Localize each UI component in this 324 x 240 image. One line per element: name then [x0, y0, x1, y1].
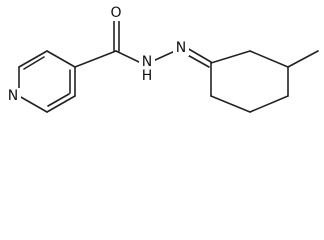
bond-pyr-c2-c3 — [18, 50, 48, 68]
bond-pyr-double-2 — [47, 93, 70, 107]
mask-o — [109, 5, 123, 21]
molecule-svg: O N H N N — [5, 5, 319, 113]
hydrazide-n-label: N — [142, 54, 152, 70]
bond-n-c-1 — [186, 47, 212, 63]
structure-diagram: O N H N N — [5, 5, 319, 113]
mask-nh — [139, 55, 155, 79]
oxygen-label: O — [110, 5, 121, 21]
bond-cy-c5-c6 — [210, 95, 251, 113]
bond-cy-c2-c3 — [249, 50, 289, 68]
bond-methyl — [287, 50, 319, 68]
bond-cy-c1-c2 — [210, 50, 251, 64]
bond-pyr-double-1 — [23, 56, 45, 70]
mask-imine-n — [173, 40, 189, 56]
cyclohexane-ring — [210, 50, 289, 113]
pyridine-ring — [18, 50, 76, 113]
pyridine-n-label: N — [8, 88, 18, 104]
mask-pyr-n — [5, 88, 21, 104]
bond-pyr-c1-c2 — [46, 50, 76, 68]
amide-group — [74, 19, 140, 68]
bond-pyr-c5-c6 — [46, 95, 76, 113]
imine-n-label: N — [176, 40, 186, 56]
atom-labels: O N H N N — [5, 5, 189, 104]
bond-pyr-n-c5 — [18, 95, 48, 113]
bond-cy-c4-c5 — [249, 95, 289, 113]
bond-nh-n — [152, 50, 176, 62]
hydrazide-h-label: H — [142, 68, 153, 84]
bond-ring-carbonyl — [74, 50, 117, 68]
bond-c-nh — [115, 50, 140, 63]
